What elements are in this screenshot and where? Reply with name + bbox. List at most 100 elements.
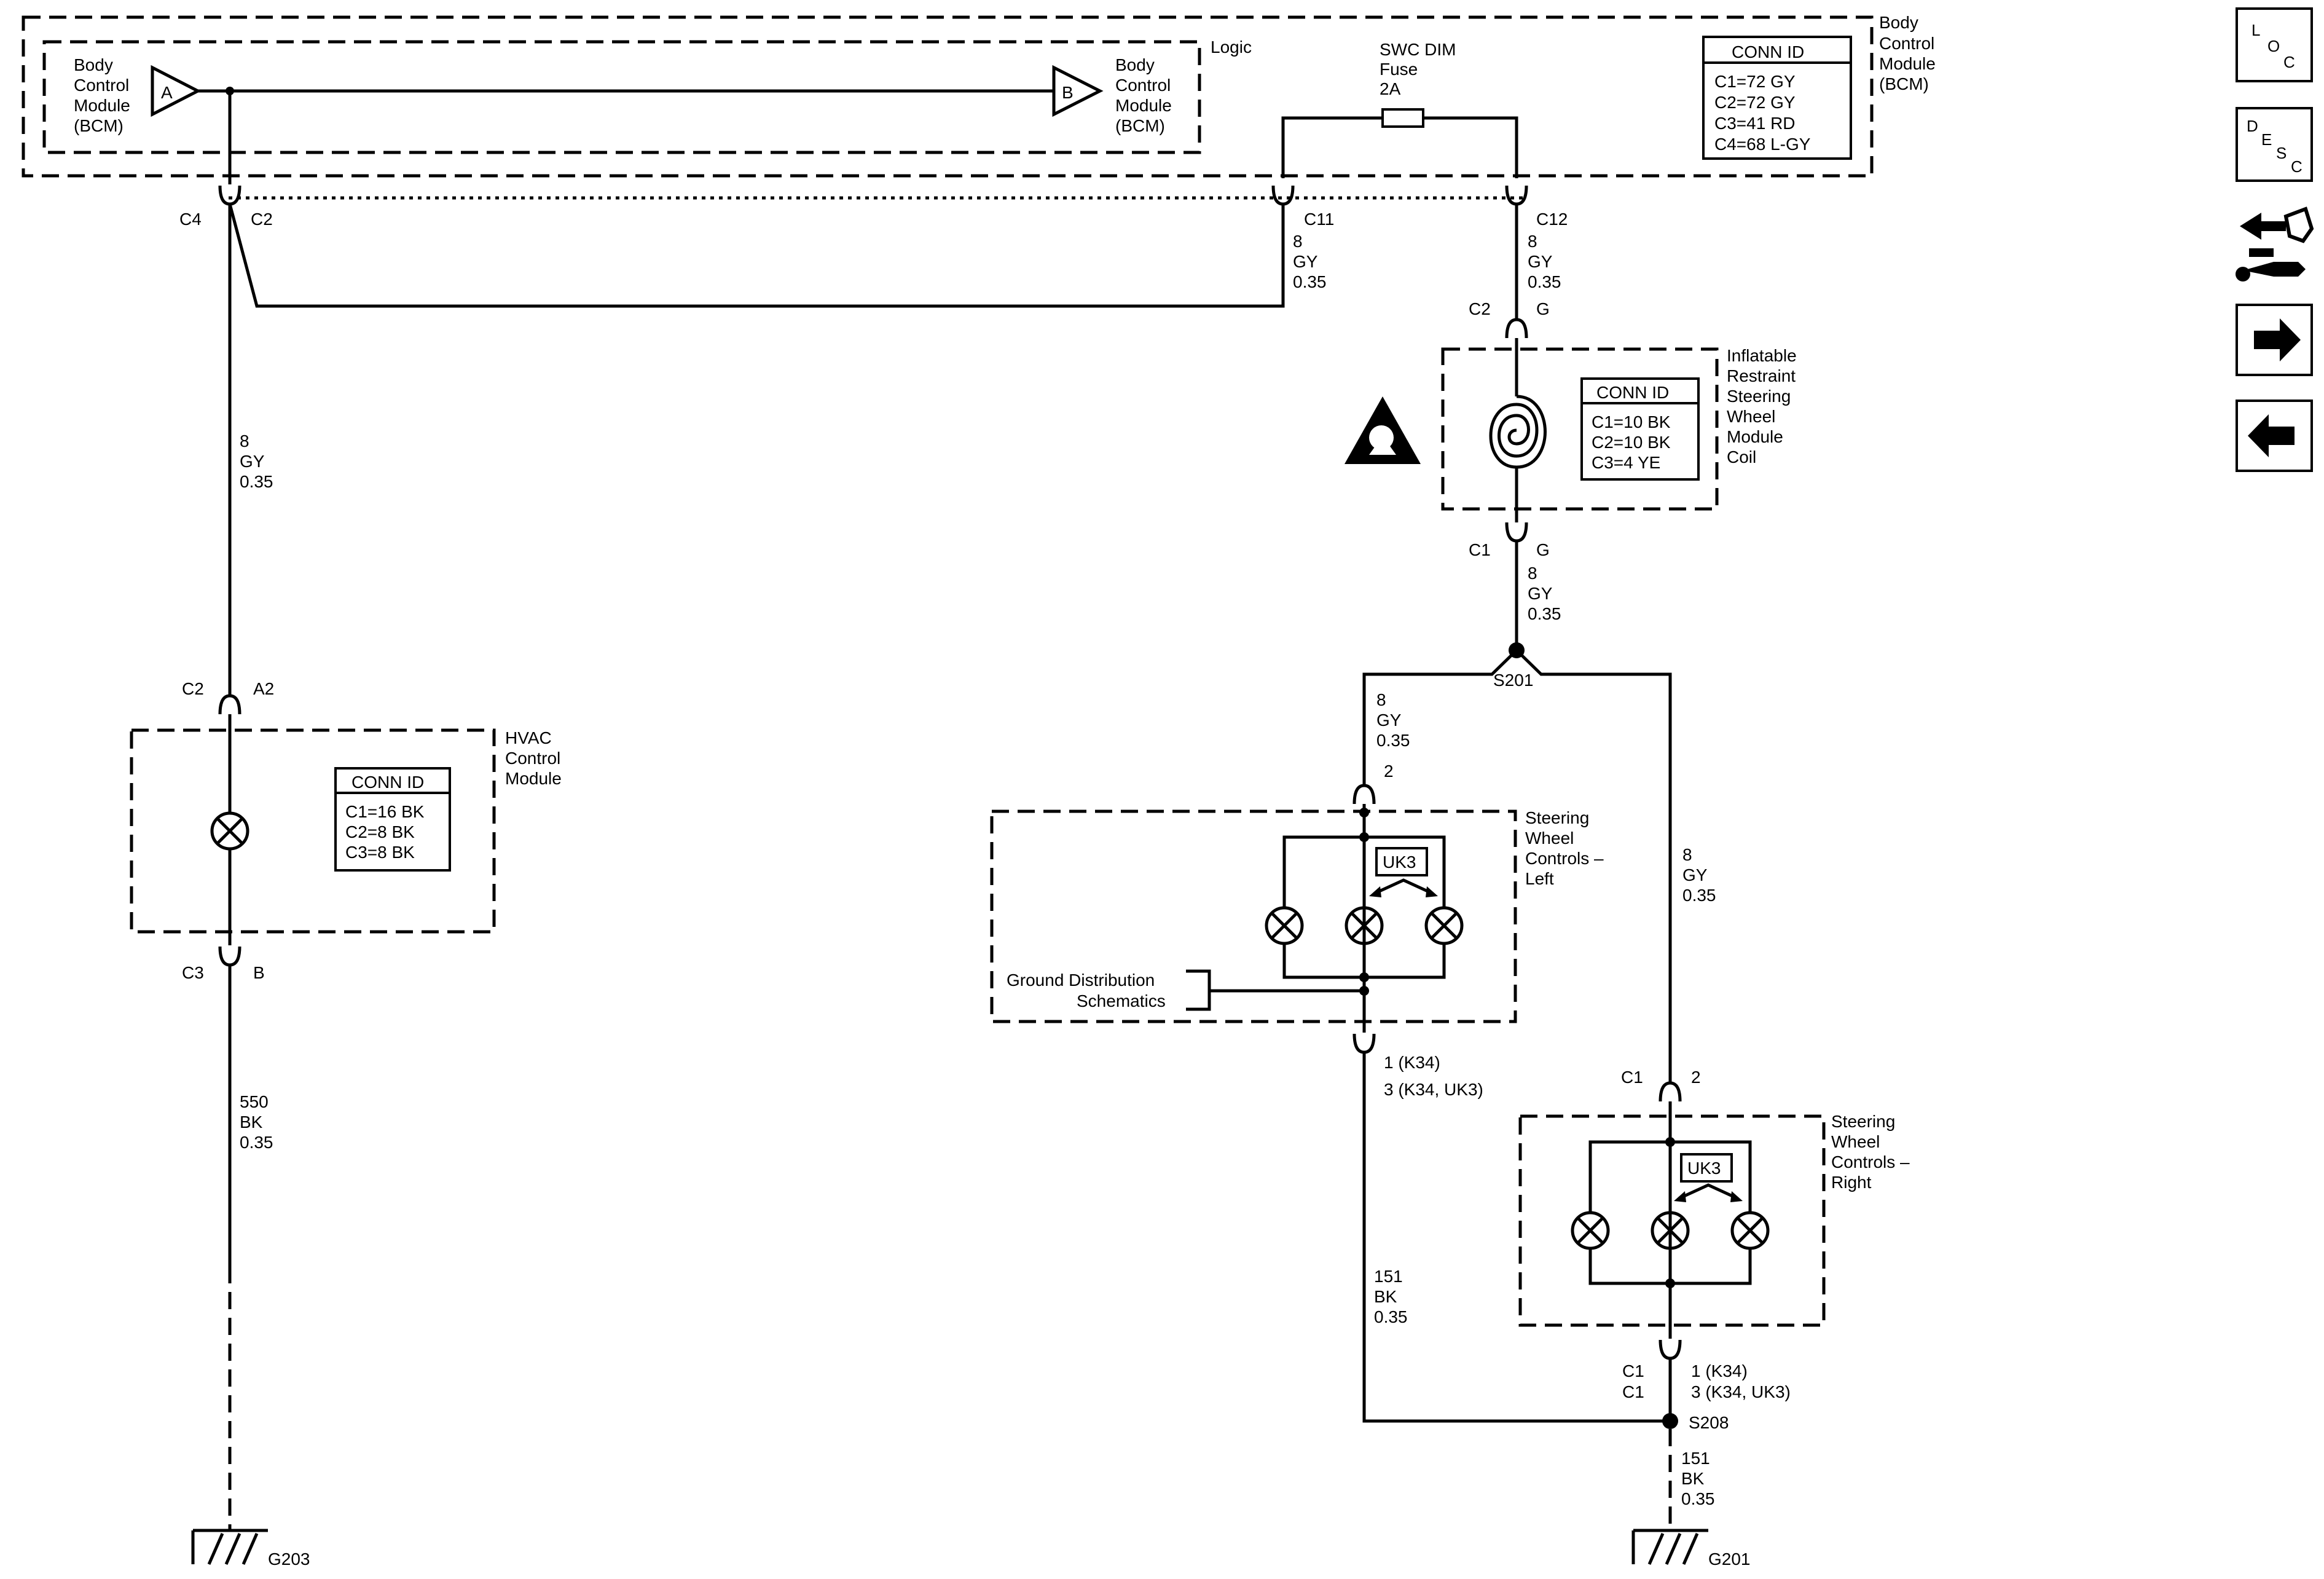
swc-right-switch-network — [1588, 1101, 1752, 1339]
svg-text:C1: C1 — [1622, 1361, 1644, 1380]
swc-right-lamp-1-icon — [1571, 1211, 1610, 1250]
bcm-connector-c11: C11 — [1271, 185, 1334, 229]
swc-right-title: Steering Wheel Controls – Right — [1831, 1112, 1910, 1192]
coil-module-box — [1441, 347, 1719, 511]
svg-text:SWC DIM: SWC DIM — [1380, 40, 1456, 59]
svg-text:G201: G201 — [1708, 1549, 1751, 1569]
svg-text:C11: C11 — [1304, 210, 1334, 229]
svg-text:Steering: Steering — [1525, 808, 1589, 827]
svg-text:2A: 2A — [1380, 79, 1401, 98]
svg-text:C2=10 BK: C2=10 BK — [1592, 433, 1671, 452]
svg-text:E: E — [2261, 130, 2272, 149]
svg-text:2: 2 — [1384, 762, 1394, 781]
swc-left-top-connector: 2 — [1352, 762, 1394, 805]
svg-text:C: C — [2291, 157, 2302, 176]
svg-text:Left: Left — [1525, 869, 1554, 888]
svg-text:Controls –: Controls – — [1831, 1152, 1910, 1171]
coil-spiral-icon — [1489, 338, 1547, 522]
svg-text:C2: C2 — [1469, 299, 1491, 318]
swc-left-lamp-3-icon — [1424, 906, 1464, 945]
bcm-title: Body Control Module (BCM) — [1879, 13, 1936, 93]
svg-text:Controls –: Controls – — [1525, 849, 1604, 868]
svg-text:Control: Control — [1879, 34, 1934, 53]
svg-text:8: 8 — [1376, 690, 1386, 709]
svg-text:Module: Module — [1727, 427, 1783, 446]
svg-text:0.35: 0.35 — [1681, 1489, 1715, 1508]
splice-s201-branches — [1362, 648, 1672, 1082]
svg-text:CONN ID: CONN ID — [1732, 42, 1804, 61]
wire-c12-label: 8 GY 0.35 — [1528, 232, 1561, 291]
airbag-warning-icon — [1345, 396, 1421, 464]
svg-text:B: B — [253, 963, 265, 982]
arrow-left-icon — [2248, 414, 2295, 457]
svg-text:151: 151 — [1681, 1449, 1710, 1468]
svg-text:Restraint: Restraint — [1727, 366, 1796, 385]
svg-text:Wheel: Wheel — [1727, 407, 1775, 426]
next-page-button[interactable] — [2236, 304, 2313, 376]
svg-text:Body: Body — [1879, 13, 1918, 32]
svg-text:G: G — [1536, 299, 1550, 318]
svg-text:GY: GY — [1528, 584, 1553, 603]
svg-text:A: A — [161, 83, 173, 102]
previous-page-button[interactable] — [2236, 400, 2313, 472]
svg-text:Wheel: Wheel — [1525, 829, 1574, 848]
wire-swc-left-ground-label: 151 BK 0.35 — [1374, 1267, 1408, 1326]
svg-text:GY: GY — [1528, 252, 1553, 271]
bcm-port-a: A — [151, 65, 202, 117]
svg-text:C3=4 YE: C3=4 YE — [1592, 453, 1660, 472]
svg-text:151: 151 — [1374, 1267, 1403, 1286]
svg-text:Control: Control — [74, 76, 129, 95]
svg-text:0.35: 0.35 — [240, 1133, 273, 1152]
hvac-title: HVAC Control Module — [505, 728, 562, 788]
svg-text:GY: GY — [240, 452, 265, 471]
bcm-logic-label: Logic — [1211, 37, 1252, 57]
svg-text:C3=8 BK: C3=8 BK — [345, 843, 415, 862]
svg-text:Body: Body — [1115, 55, 1155, 74]
swc-left-switch-network — [1282, 804, 1446, 1033]
svg-text:Module: Module — [1879, 54, 1936, 73]
svg-text:C4=68 L-GY: C4=68 L-GY — [1714, 135, 1811, 154]
loc-button[interactable]: L O C — [2236, 7, 2313, 82]
bcm-connector-c4-c2: C4 C2 — [179, 91, 273, 229]
svg-text:1 (K34): 1 (K34) — [1691, 1361, 1748, 1380]
svg-text:(BCM): (BCM) — [74, 116, 124, 135]
svg-text:BK: BK — [1374, 1287, 1397, 1306]
arrow-right-icon — [2254, 318, 2301, 361]
bcm-inner-right-label: Body Control Module (BCM) — [1115, 55, 1172, 135]
swc-right-bottom-connector: C1 C1 1 (K34) 3 (K34, UK3) — [1622, 1339, 1791, 1401]
swc-left-bottom-connector: 1 (K34) 3 (K34, UK3) — [1352, 1033, 1483, 1099]
svg-text:0.35: 0.35 — [240, 472, 273, 491]
desc-button[interactable]: D E S C — [2236, 107, 2313, 182]
svg-text:8: 8 — [1528, 564, 1537, 583]
svg-text:Steering: Steering — [1831, 1112, 1895, 1131]
swc-right-uk3-option-box: UK3 — [1674, 1153, 1743, 1202]
svg-text:GY: GY — [1293, 252, 1318, 271]
svg-text:Fuse: Fuse — [1380, 60, 1418, 79]
svg-text:G: G — [1536, 540, 1550, 559]
splice-s201-label: S201 — [1493, 671, 1533, 690]
svg-text:Control: Control — [1115, 76, 1171, 95]
svg-text:GY: GY — [1376, 711, 1402, 730]
hvac-lamp-icon — [210, 811, 249, 851]
wire-c2-to-c11 — [228, 203, 1285, 308]
wire-left-main-label: 8 GY 0.35 — [240, 431, 273, 491]
svg-text:Schematics: Schematics — [1077, 991, 1166, 1010]
coil-title: Inflatable Restraint Steering Wheel Modu… — [1727, 346, 1797, 467]
connector-tool-icon[interactable] — [2234, 203, 2314, 284]
svg-text:Steering: Steering — [1727, 387, 1791, 406]
bcm-inner-left-label: Body Control Module (BCM) — [74, 55, 130, 135]
svg-text:UK3: UK3 — [1383, 853, 1416, 872]
wire-c11-label: 8 GY 0.35 — [1293, 232, 1327, 291]
wire-coil-out-label: 8 GY 0.35 — [1528, 564, 1561, 623]
svg-text:C3: C3 — [182, 963, 204, 982]
svg-text:D: D — [2247, 117, 2258, 135]
hvac-top-connector: C2 A2 — [182, 679, 274, 715]
svg-text:(BCM): (BCM) — [1115, 116, 1165, 135]
wire-hvac-ground-label: 550 BK 0.35 — [240, 1092, 273, 1152]
ground-g203-icon: G203 — [191, 1529, 310, 1569]
svg-text:O: O — [2267, 37, 2280, 55]
svg-text:C4: C4 — [179, 210, 202, 229]
svg-text:C1=72 GY: C1=72 GY — [1714, 72, 1796, 91]
swc-left-lamp-1-icon — [1265, 906, 1304, 945]
svg-text:0.35: 0.35 — [1682, 886, 1716, 905]
